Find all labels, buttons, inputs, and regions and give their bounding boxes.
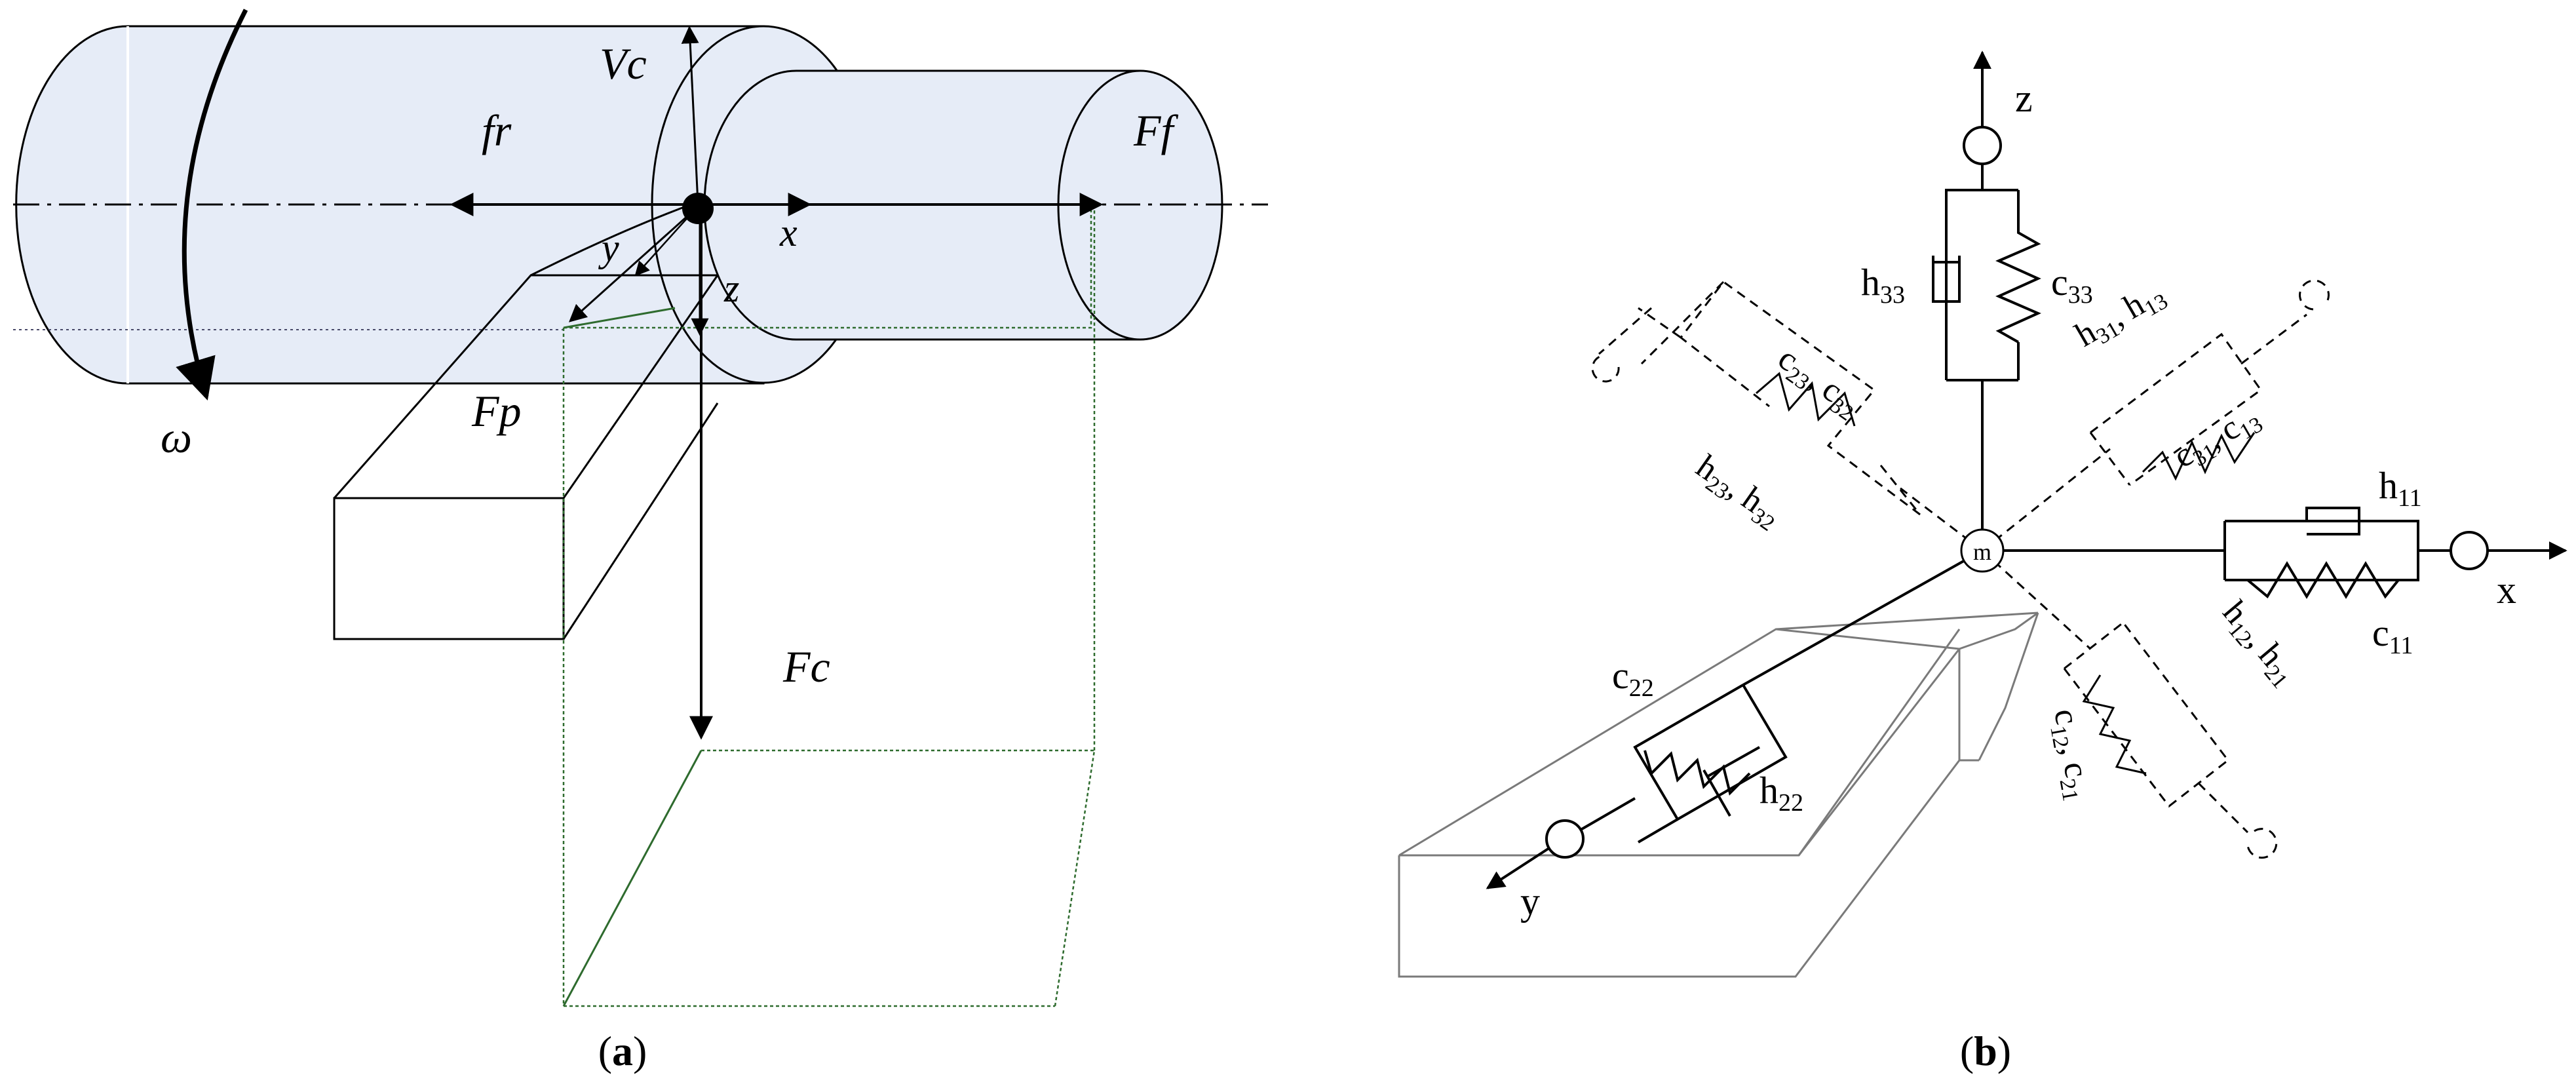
y-arrow — [568, 207, 697, 322]
mass-label: m — [1973, 539, 1991, 565]
label-h33: h33 — [1861, 261, 1905, 309]
label-c11: c11 — [2372, 612, 2413, 659]
spring-lower-right — [2082, 674, 2147, 775]
label-c23-c32: c23,c32 — [1769, 340, 1868, 425]
axis-label-x: x — [2497, 568, 2516, 612]
label-x: x — [779, 211, 798, 254]
contact-point — [682, 193, 714, 224]
label-omega: ω — [161, 412, 192, 462]
caption-b: (b) — [1960, 1028, 2011, 1074]
panel-a: Vc fr Ff x y z ω Fp Fc (a) — [13, 9, 1268, 1074]
coupled-element-upper-right — [1982, 279, 2330, 552]
label-fr: fr — [482, 106, 512, 155]
vc-arrow — [681, 26, 699, 204]
label-h11: h11 — [2379, 464, 2422, 512]
label-c12-c21: c12,c21 — [2043, 706, 2099, 803]
coupled-element-lower-right — [1981, 549, 2278, 859]
label-fc: Fc — [782, 642, 830, 691]
z-axis-element — [1932, 50, 2041, 551]
axis-label-z: z — [2015, 77, 2033, 120]
box-diagonal — [562, 750, 702, 1007]
label-ff: Ff — [1133, 106, 1179, 155]
label-h12-h21: h12,h21 — [2212, 594, 2305, 693]
caption-a: (a) — [598, 1028, 647, 1074]
workpiece-box-outline — [562, 206, 1096, 1007]
label-h23-h32: h23,h32 — [1687, 448, 1789, 536]
label-vc: Vc — [600, 39, 647, 88]
rotation-arrow — [176, 9, 248, 401]
x-axis-element — [1982, 507, 2567, 599]
tool-block — [1398, 612, 2039, 978]
coupled-element-upper-left — [1591, 280, 1983, 552]
spring-upper-left — [1756, 372, 1856, 427]
label-y: y — [598, 226, 619, 269]
label-c33: c33 — [2051, 261, 2093, 309]
label-fp: Fp — [471, 386, 522, 436]
label-z: z — [723, 267, 739, 310]
cutting-tool — [333, 202, 719, 640]
panel-b: m z x y h33 c33 h31,h13 c31,c13 c23,c32 … — [1398, 50, 2567, 1074]
axis-label-y: y — [1520, 880, 1540, 923]
spring-upper-right — [2142, 432, 2256, 481]
label-c22: c22 — [1612, 654, 1654, 702]
fp-arrow — [634, 208, 697, 277]
y-axis-element — [1486, 549, 1983, 889]
mass-node — [1960, 528, 2005, 573]
label-c31-c13: c31,c13 — [2168, 397, 2267, 478]
label-h22: h22 — [1759, 769, 1803, 817]
box-upper-edge — [563, 307, 676, 329]
